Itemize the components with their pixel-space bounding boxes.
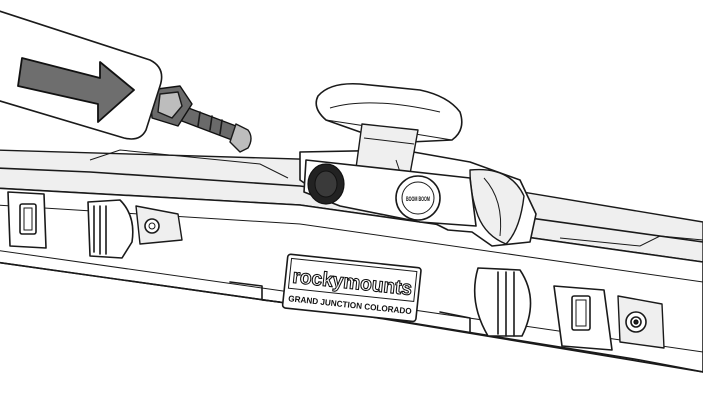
left-clamp [7, 191, 183, 259]
lock-cylinder-label: BOOM BOOM [406, 196, 430, 203]
key [149, 85, 252, 153]
arrow-right-icon [17, 57, 135, 123]
center-mount: BOOM BOOM [299, 82, 537, 247]
right-clamp [473, 267, 665, 351]
insert-direction-arrow [0, 10, 163, 140]
logo-plate: rockymounts GRAND JUNCTION COLORADO [281, 253, 422, 323]
